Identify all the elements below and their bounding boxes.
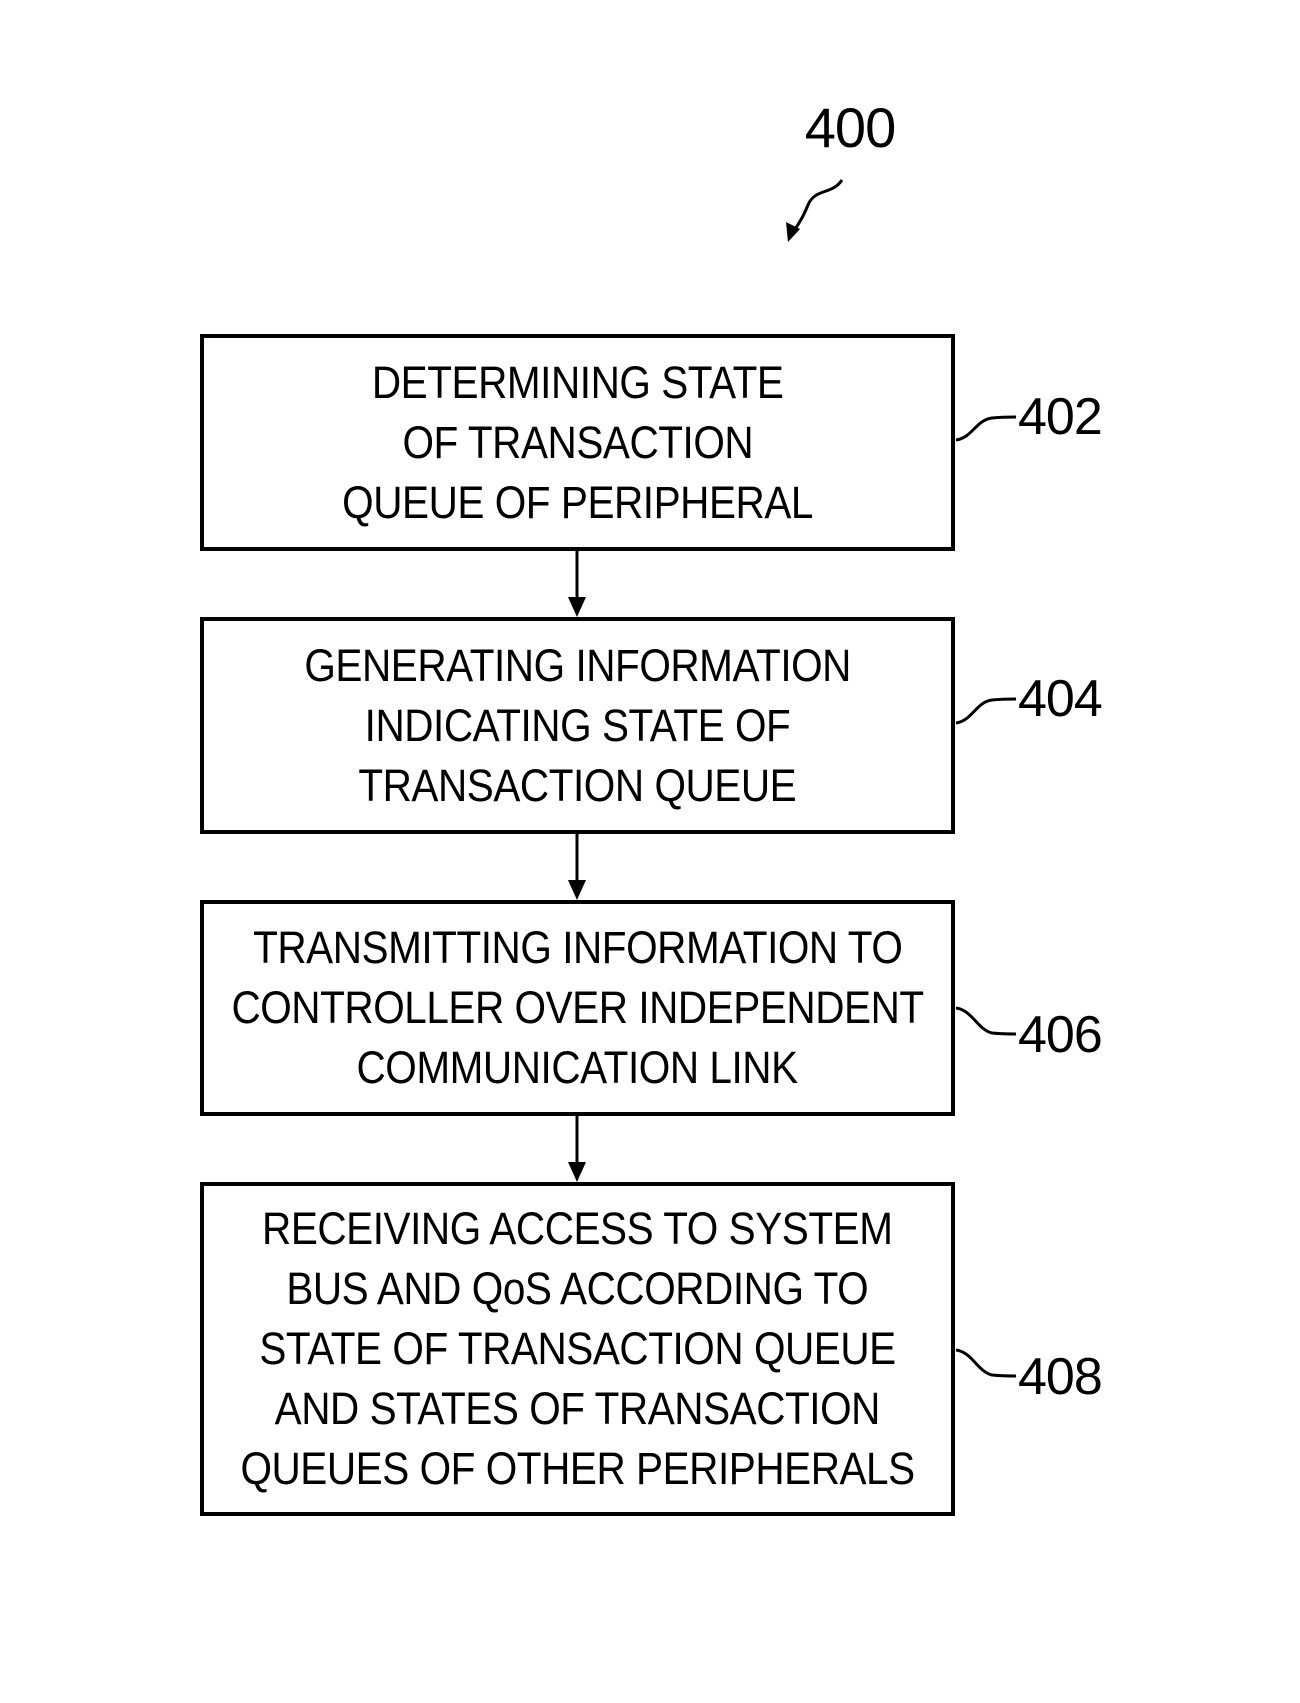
step-404-line-2: INDICATING STATE OF	[365, 696, 791, 756]
step-408-line-2: BUS AND QoS ACCORDING TO	[287, 1259, 869, 1319]
step-406-line-2: CONTROLLER OVER INDEPENDENT	[231, 978, 923, 1038]
step-402-line-1: DETERMINING STATE	[372, 353, 784, 413]
step-box-404: GENERATING INFORMATION INDICATING STATE …	[200, 617, 955, 834]
step-402-line-3: QUEUE OF PERIPHERAL	[342, 473, 813, 533]
step-406-line-3: COMMUNICATION LINK	[357, 1038, 798, 1098]
step-ref-402: 402	[1018, 391, 1102, 443]
step-408-line-3: STATE OF TRANSACTION QUEUE	[259, 1319, 895, 1379]
flow-arrow-404-406	[568, 834, 586, 900]
leader-line-402	[956, 417, 1016, 440]
flow-arrow-406-408	[568, 1116, 586, 1182]
step-box-406: TRANSMITTING INFORMATION TO CONTROLLER O…	[200, 900, 955, 1116]
step-408-line-1: RECEIVING ACCESS TO SYSTEM	[262, 1199, 892, 1259]
step-ref-406: 406	[1018, 1009, 1102, 1061]
leader-line-404	[956, 699, 1016, 723]
step-ref-408: 408	[1018, 1351, 1102, 1403]
figure-number: 400	[770, 100, 930, 156]
step-402-line-2: OF TRANSACTION	[402, 413, 753, 473]
step-box-402: DETERMINING STATE OF TRANSACTION QUEUE O…	[200, 334, 955, 551]
flow-arrow-402-404	[568, 551, 586, 617]
step-404-line-1: GENERATING INFORMATION	[304, 636, 851, 696]
step-408-line-4: AND STATES OF TRANSACTION	[275, 1379, 880, 1439]
step-406-line-1: TRANSMITTING INFORMATION TO	[253, 918, 902, 978]
leader-line-408	[956, 1350, 1016, 1376]
step-ref-404: 404	[1018, 673, 1102, 725]
figure-pointer-arrow	[786, 180, 842, 242]
leader-line-406	[956, 1008, 1016, 1034]
step-box-408: RECEIVING ACCESS TO SYSTEM BUS AND QoS A…	[200, 1182, 955, 1516]
step-408-line-5: QUEUES OF OTHER PERIPHERALS	[240, 1439, 914, 1499]
step-404-line-3: TRANSACTION QUEUE	[359, 756, 797, 816]
